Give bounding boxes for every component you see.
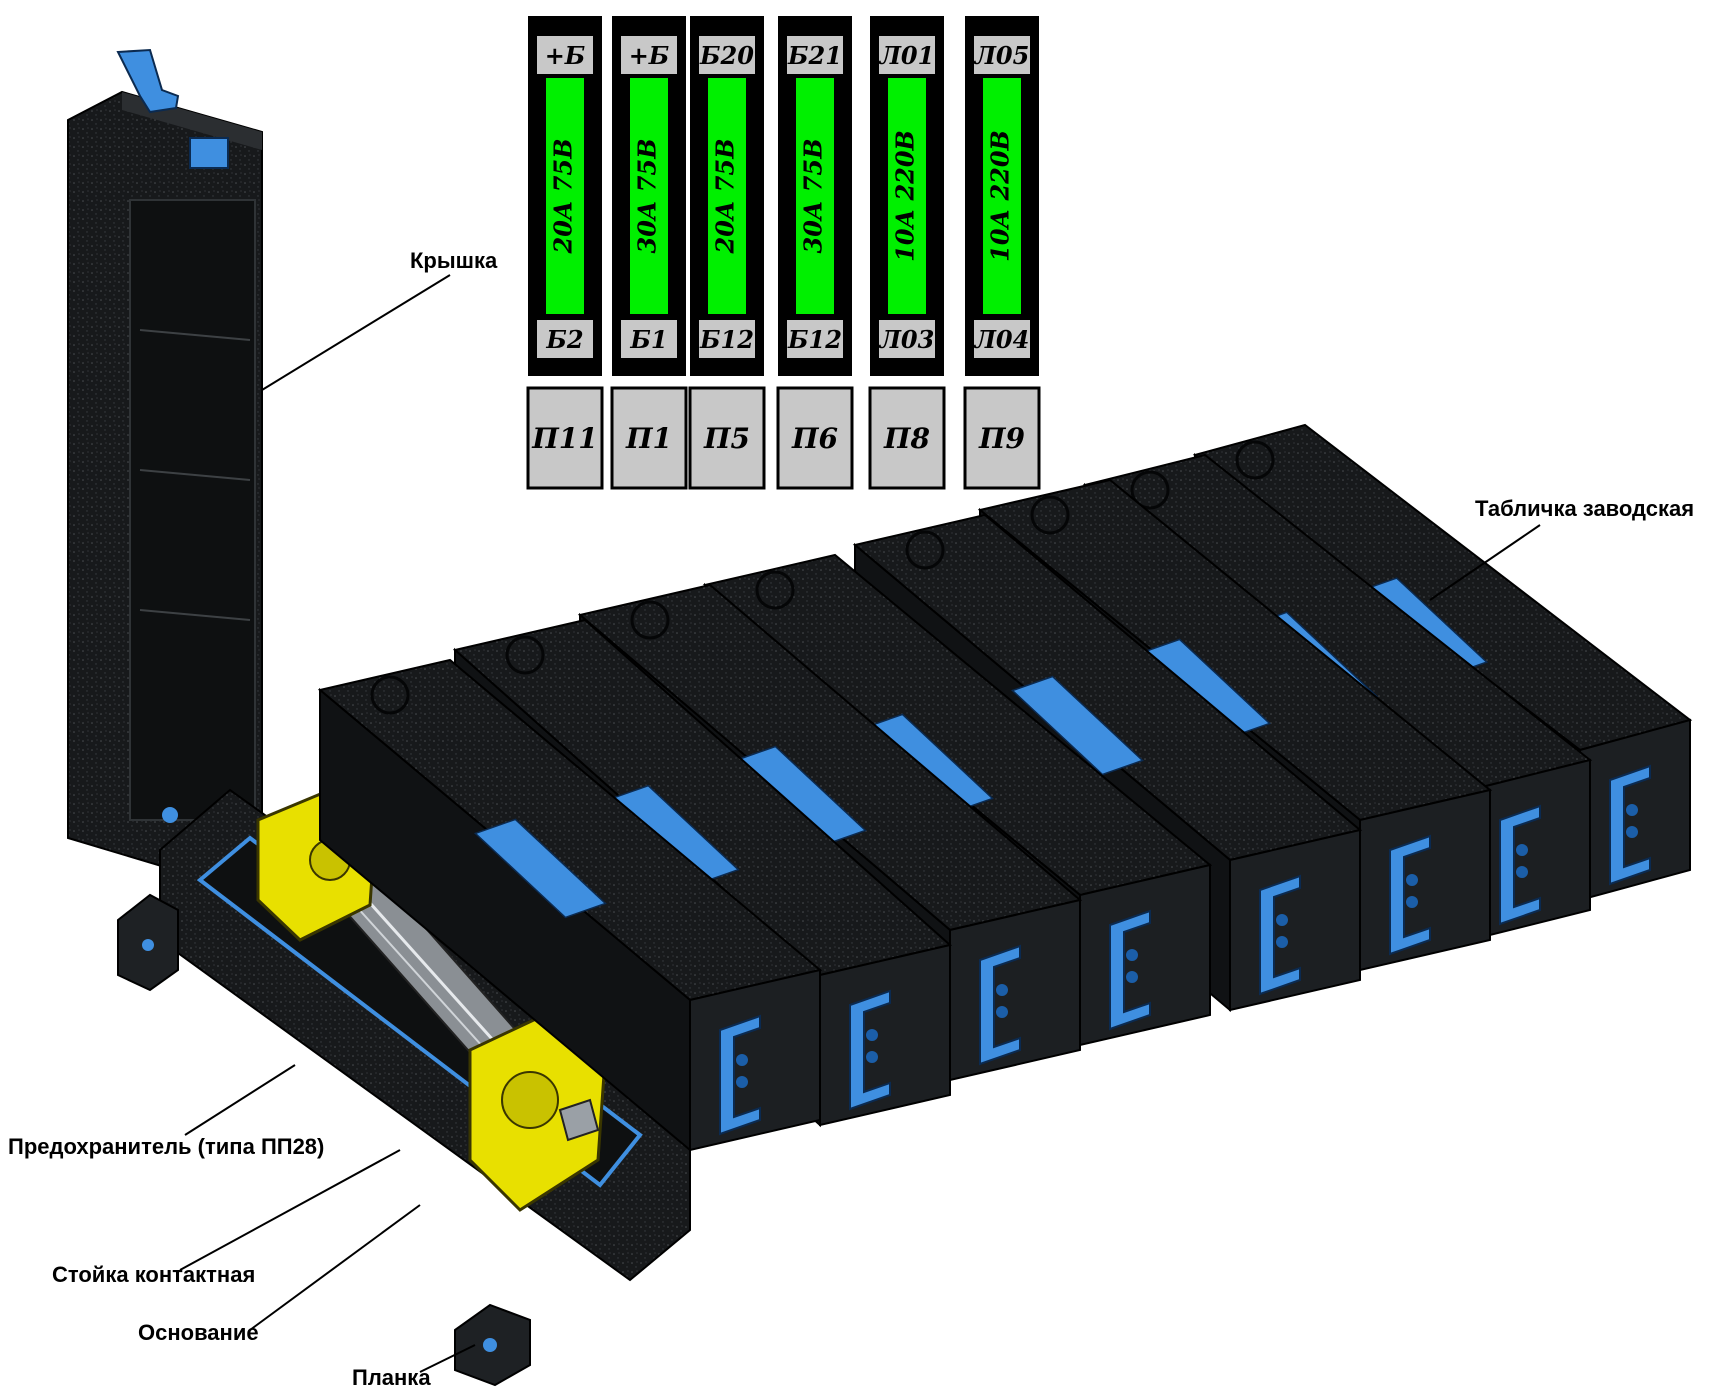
fuse-rating: 30А 75В — [633, 139, 662, 254]
fuse-position-box — [688, 386, 766, 490]
leader-lines — [179, 274, 1541, 1373]
fuse-bottom-cap — [621, 320, 677, 358]
fuse-position: П8 — [883, 422, 930, 455]
label-base: Основание — [138, 1320, 259, 1345]
leader-contact-post — [179, 1149, 401, 1271]
fuse-bottom-terminal: Б2 — [545, 325, 583, 354]
label-nameplate: Табличка заводская — [1475, 496, 1695, 521]
fuse-position: П1 — [625, 422, 672, 455]
fuse-position-box — [776, 386, 854, 490]
leader-fuse — [184, 1064, 296, 1136]
fuse-body — [796, 78, 834, 314]
fuse-position-box — [868, 386, 946, 490]
fuse-bottom-cap — [879, 320, 935, 358]
fuse-bottom-terminal: Б12 — [699, 325, 754, 354]
fuse-position: П5 — [703, 422, 750, 455]
contact-clip — [849, 989, 891, 1111]
fuse-bottom-terminal: Л03 — [878, 325, 935, 354]
fuse-position: П11 — [531, 422, 597, 455]
leader-cover — [261, 274, 451, 391]
fuse-bottom-cap — [787, 320, 843, 358]
fuse-position: П9 — [978, 422, 1025, 455]
contact-clip — [719, 1014, 761, 1136]
fuse-body — [630, 78, 668, 314]
fuse-body — [708, 78, 746, 314]
fuse-bottom-terminal: Б12 — [787, 325, 842, 354]
fuse-bottom-cap — [537, 320, 593, 358]
fuse-top-cap — [621, 36, 677, 74]
contact-clip — [1499, 804, 1541, 926]
fuse-body — [983, 78, 1021, 314]
fuse-position-box — [610, 386, 688, 490]
fuse-top-terminal: Б21 — [787, 41, 842, 70]
label-contact-post: Стойка контактная — [52, 1262, 256, 1287]
fuse-body — [888, 78, 926, 314]
leader-strip — [419, 1344, 476, 1373]
cover-lid — [67, 48, 263, 882]
label-fuse: Предохранитель (типа ПП28) — [8, 1134, 325, 1159]
leader-nameplate — [1429, 524, 1541, 601]
fuse-bottom-cap — [699, 320, 755, 358]
contact-post-bottom — [468, 1008, 607, 1212]
fuse-rating: 30А 75В — [799, 139, 828, 254]
label-strip: Планка — [352, 1365, 431, 1390]
fuse-top-cap — [537, 36, 593, 74]
fuse-bottom-terminal: Л04 — [973, 325, 1030, 354]
fuse-top-terminal: +Б — [545, 41, 586, 70]
fuse-rating: 20А 75В — [549, 139, 578, 255]
mounting-tab-right — [454, 1303, 531, 1387]
fuse-top-cap — [879, 36, 935, 74]
leader-base — [249, 1204, 421, 1331]
nameplate — [473, 818, 607, 919]
fuse-position-box — [963, 386, 1041, 490]
mounting-tab-left — [117, 893, 179, 992]
contact-clip — [1109, 909, 1151, 1031]
fuse-bottom-terminal: Б1 — [629, 325, 667, 354]
fuse-position: П6 — [791, 422, 838, 455]
fuse-top-cap — [787, 36, 843, 74]
fuse-top-cap — [974, 36, 1030, 74]
fuse-rating: 10А 220В — [986, 130, 1015, 262]
fuse-top-terminal: +Б — [629, 41, 670, 70]
contact-clip — [1389, 834, 1431, 956]
fuse-rating: 10А 220В — [891, 130, 920, 262]
fuse-top-terminal: Л01 — [878, 41, 935, 70]
fuse-position-box — [526, 386, 604, 490]
fuse-body — [546, 78, 584, 314]
fuse-modules — [317, 423, 1693, 1153]
nameplate — [1011, 675, 1144, 776]
contact-clip — [1259, 874, 1301, 996]
contact-clip — [979, 944, 1021, 1066]
fuse-bottom-cap — [974, 320, 1030, 358]
fuse-module — [317, 658, 823, 1153]
fuse-top-cap — [699, 36, 755, 74]
fuse-rating: 20А 75В — [711, 139, 740, 255]
contact-clip — [1609, 764, 1651, 886]
fuse-top-terminal: Б20 — [699, 41, 754, 70]
label-cover: Крышка — [410, 248, 498, 273]
fuse-top-terminal: Л05 — [973, 41, 1030, 70]
lid-latch-icon — [116, 48, 229, 169]
